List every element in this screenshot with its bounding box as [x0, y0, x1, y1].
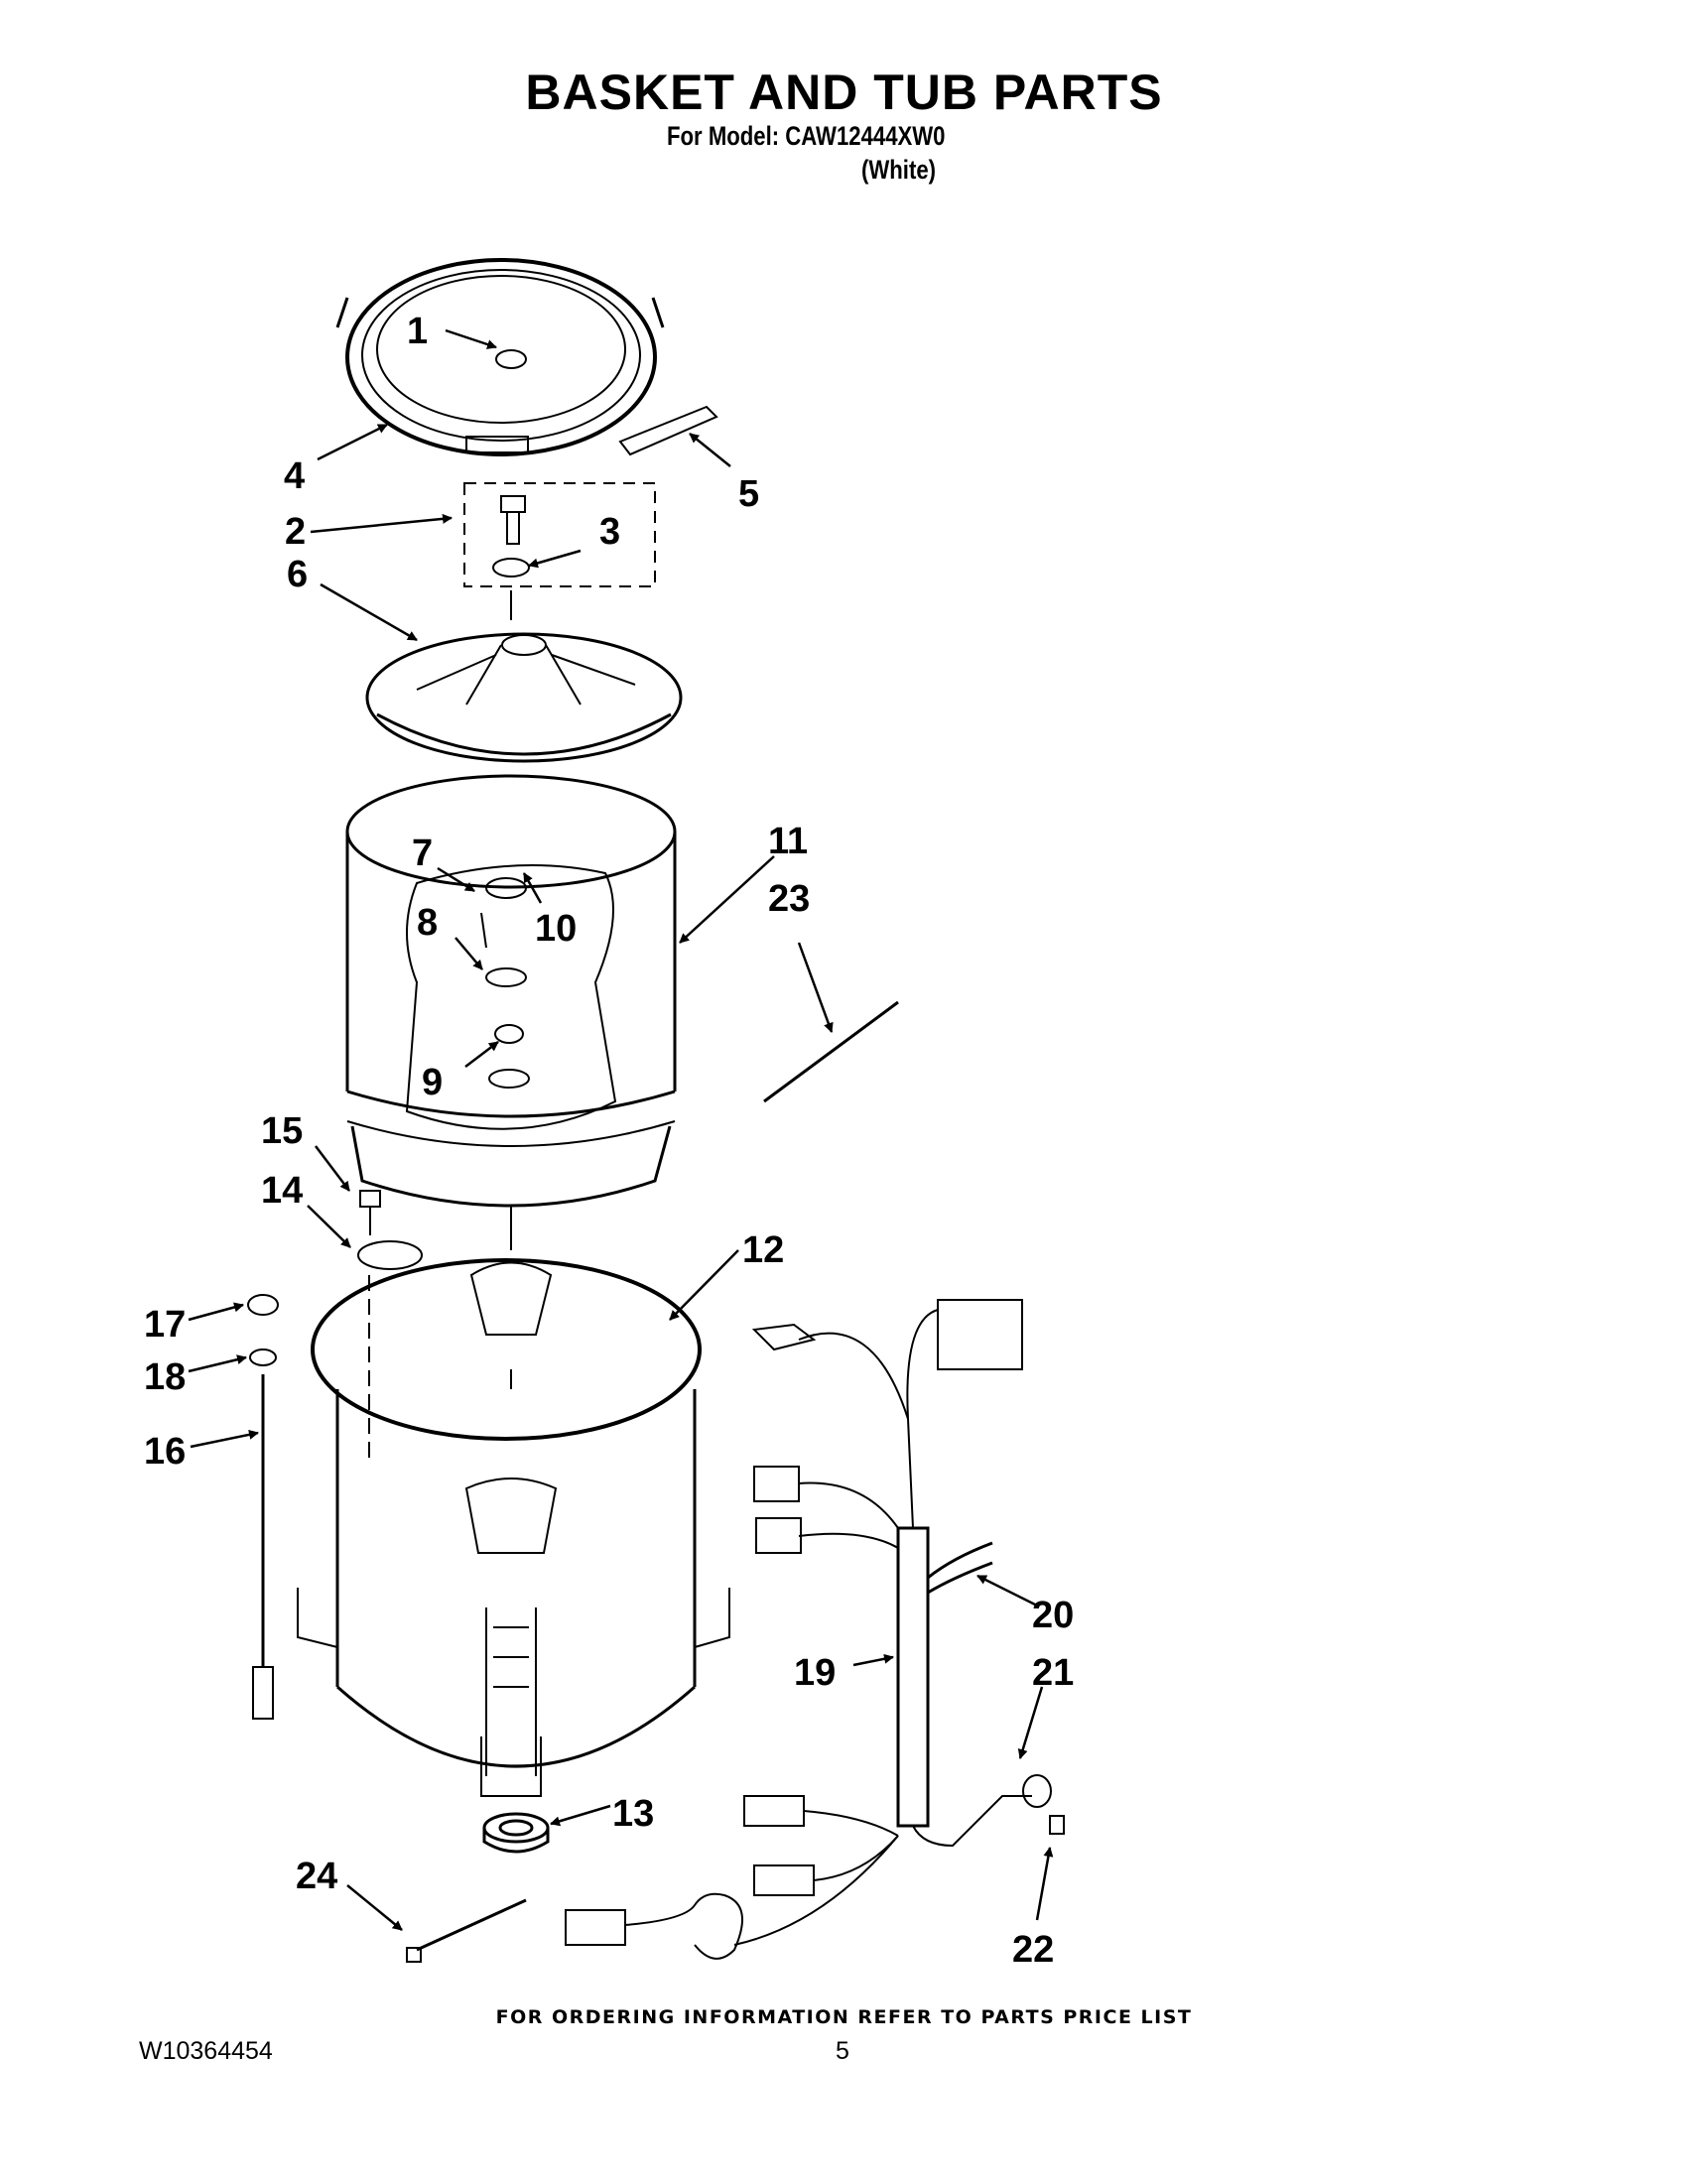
callout-4: 4: [284, 455, 305, 497]
callout-6: 6: [287, 554, 308, 595]
callout-16: 16: [144, 1431, 186, 1473]
callout-22: 22: [1012, 1929, 1054, 1971]
callout-13: 13: [612, 1793, 654, 1835]
callout-20: 20: [1032, 1595, 1074, 1636]
basket-part: [345, 774, 677, 1208]
callout-5: 5: [738, 473, 759, 515]
color-line: (White): [861, 155, 937, 185]
callout-3: 3: [599, 511, 620, 553]
wire-harness-part: [565, 1299, 1065, 1960]
callout-14: 14: [261, 1170, 303, 1212]
pad-part: [618, 405, 718, 456]
center-cap-part: [495, 349, 527, 369]
document-number: W10364454: [139, 2037, 273, 2065]
callout-21: 21: [1032, 1652, 1074, 1694]
callout-10: 10: [535, 908, 577, 950]
impeller-part: [365, 632, 683, 763]
callout-18: 18: [144, 1356, 186, 1398]
callout-11: 11: [768, 821, 808, 862]
screw-15-part: [359, 1190, 381, 1235]
suspension-rod-part: [247, 1294, 279, 1720]
leader-lines: [188, 328, 1054, 1931]
seal-part: [482, 1812, 550, 1854]
callout-2: 2: [285, 511, 306, 553]
page-number: 5: [836, 2037, 849, 2065]
lid-ring-part: [335, 258, 665, 456]
bolt-kit-box: [463, 482, 656, 587]
callout-15: 15: [261, 1110, 303, 1152]
callout-24: 24: [296, 1856, 337, 1897]
tie-part: [406, 1898, 527, 1963]
callout-12: 12: [742, 1229, 784, 1271]
callout-8: 8: [417, 902, 438, 944]
callout-7: 7: [412, 833, 433, 874]
page-title: BASKET AND TUB PARTS: [525, 64, 1163, 120]
callout-9: 9: [422, 1062, 443, 1103]
model-line: For Model: CAW12444XW0: [667, 121, 946, 151]
plate-part: [357, 1240, 423, 1270]
washer-part: [492, 558, 530, 578]
callout-1: 1: [407, 311, 428, 352]
outer-tub-part: [297, 1258, 730, 1797]
rod-part: [763, 1000, 899, 1103]
bolt-part: [500, 495, 526, 545]
callout-19: 19: [794, 1652, 836, 1694]
callout-23: 23: [768, 878, 810, 920]
callout-17: 17: [144, 1304, 186, 1346]
ordering-note: FOR ORDERING INFORMATION REFER TO PARTS …: [495, 2006, 1193, 2028]
